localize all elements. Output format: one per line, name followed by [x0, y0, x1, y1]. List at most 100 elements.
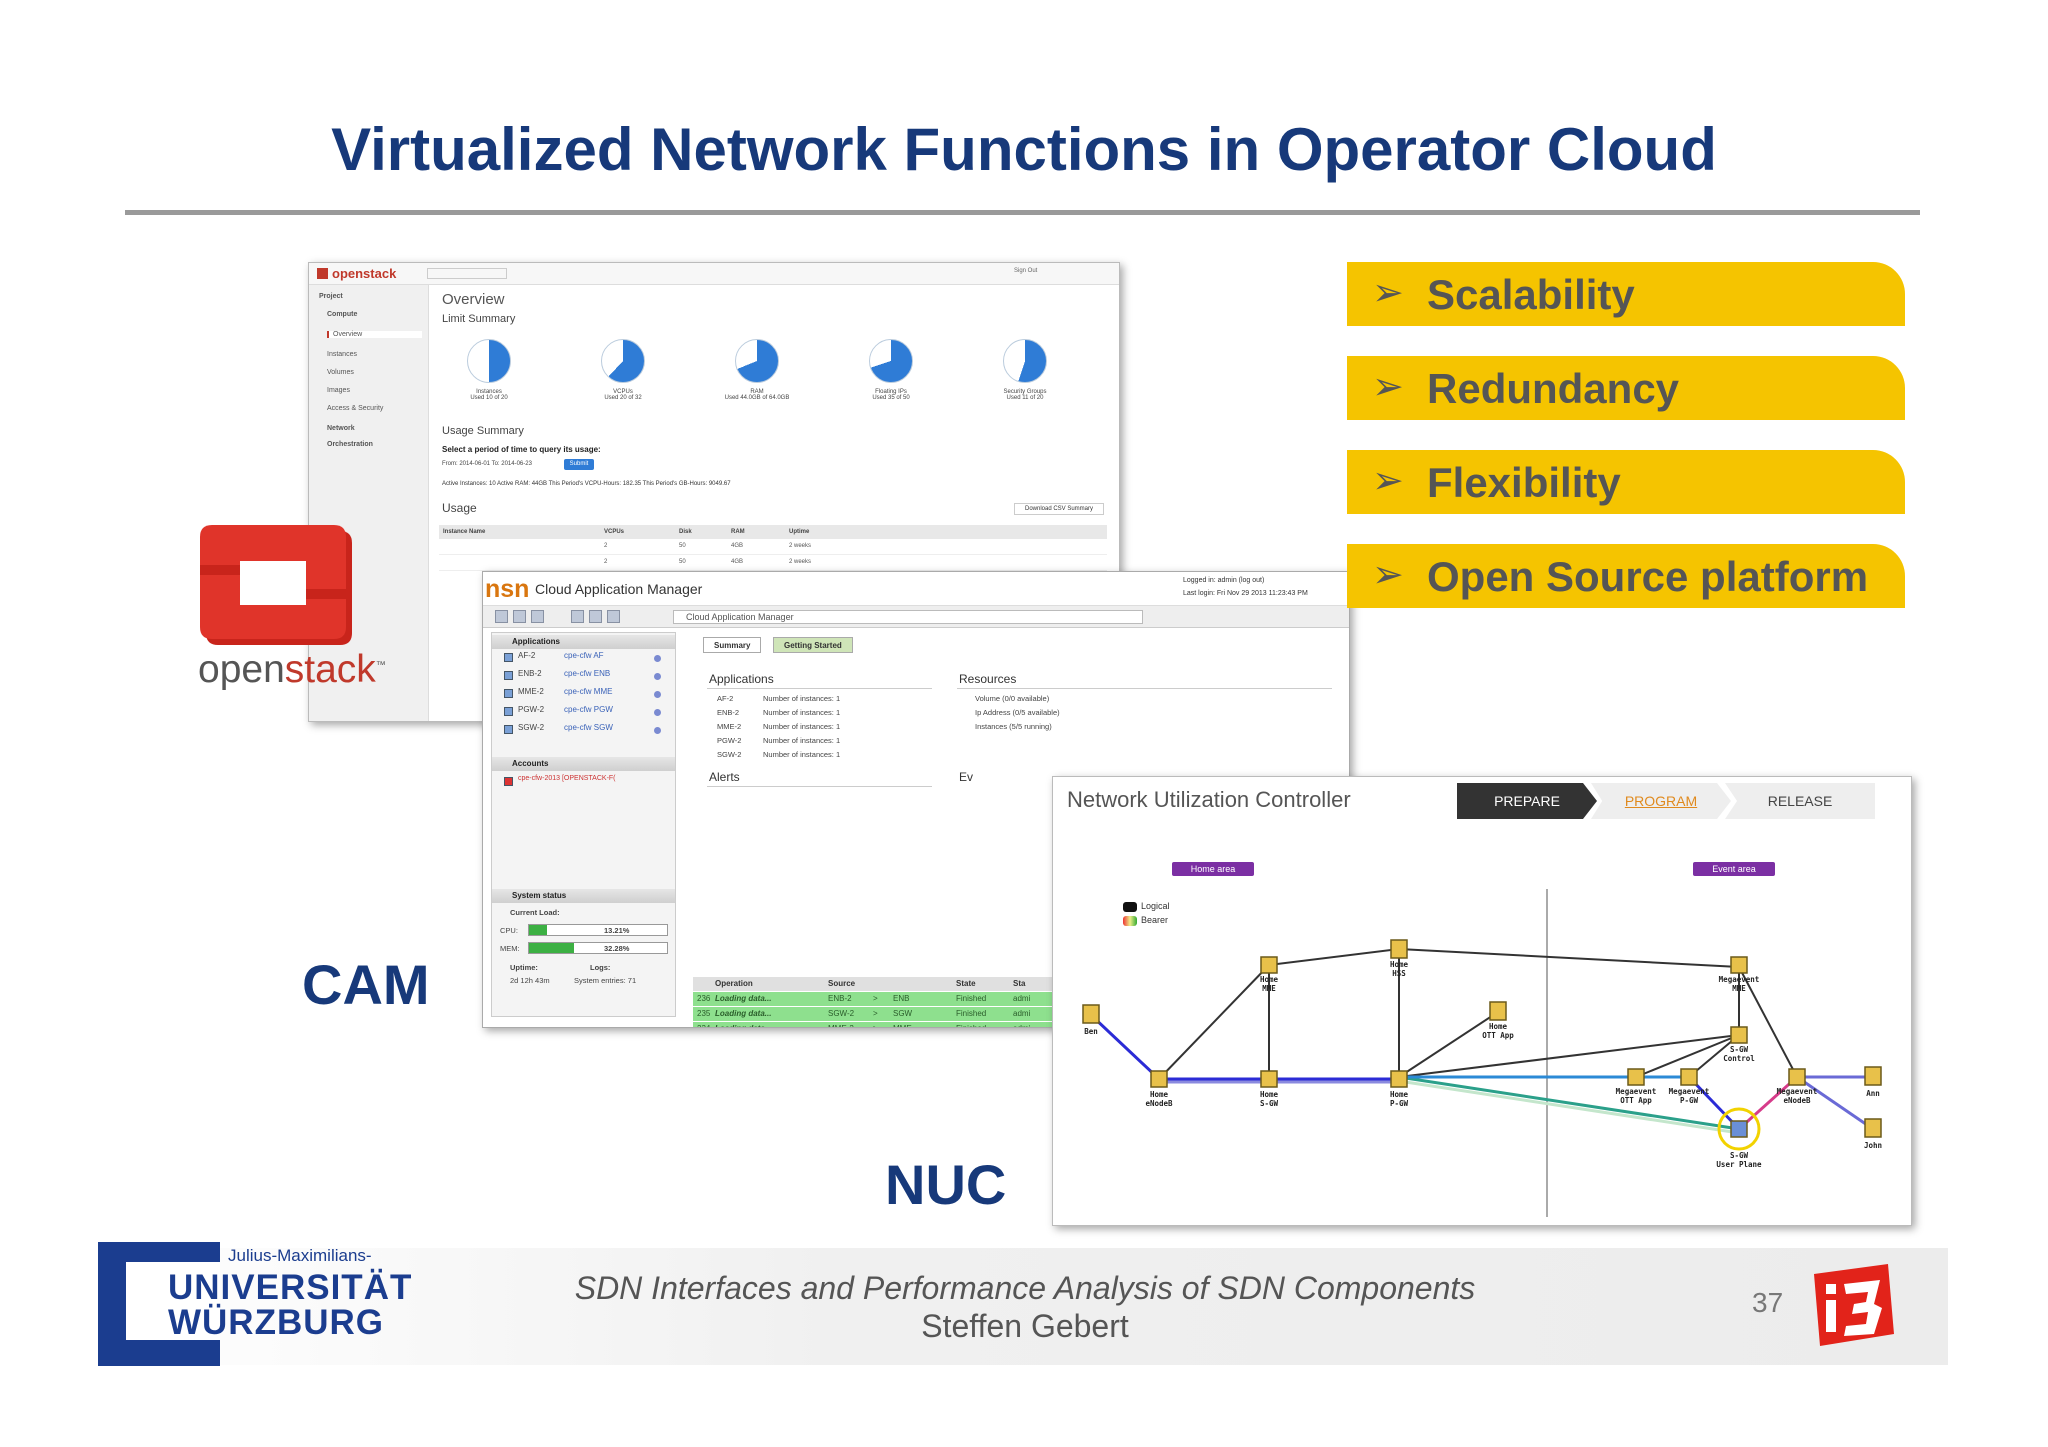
feature-label: Scalability	[1427, 271, 1635, 318]
tab-cloud-application-manager[interactable]: Cloud Application Manager	[673, 610, 1143, 624]
node-ben[interactable]: Ben	[1084, 1027, 1098, 1036]
feature-scalability: ➢Scalability	[1347, 262, 1905, 326]
nav-compute[interactable]: Compute	[327, 311, 358, 318]
mem-bar: 32.28%	[528, 942, 668, 954]
limit-pie	[1003, 339, 1047, 383]
col-state: State	[956, 979, 976, 988]
nuc-window: Network Utilization Controller PREPARE P…	[1052, 776, 1912, 1226]
download-csv-button[interactable]: Download CSV Summary	[1014, 503, 1104, 515]
date-range-inputs[interactable]: From: 2014-06-01 To: 2014-06-23	[442, 461, 532, 467]
wordmark-tm: ™	[375, 660, 386, 671]
openstack-topbar: openstack Sign Out	[309, 263, 1119, 285]
limit-pie	[601, 339, 645, 383]
node-mega-ott[interactable]: Megaevent OTT App	[1615, 1087, 1657, 1105]
nav-images[interactable]: Images	[327, 387, 350, 394]
node-ann[interactable]: Ann	[1866, 1089, 1880, 1098]
resources-section-title: Resources	[959, 672, 1017, 686]
nav-network[interactable]: Network	[327, 425, 355, 432]
cell-disk: 50	[679, 559, 686, 565]
nav-overview[interactable]: Overview	[327, 331, 422, 338]
nav-instances[interactable]: Instances	[327, 351, 357, 358]
system-status-header[interactable]: System status	[492, 889, 675, 903]
node-john[interactable]: John	[1863, 1141, 1883, 1150]
col-vcpus: VCPUs	[604, 529, 625, 535]
nav-project[interactable]: Project	[319, 293, 343, 300]
feature-label: Open Source platform	[1427, 553, 1869, 600]
legend-bearer: Bearer	[1141, 915, 1169, 925]
home-area-badge: Home area	[1172, 862, 1254, 876]
node-home-hss[interactable]: Home HSS	[1389, 960, 1409, 978]
node-sgw-user[interactable]: S-GW User Plane	[1716, 1151, 1762, 1169]
usage-heading: Usage	[442, 501, 477, 515]
project-selector[interactable]	[427, 268, 507, 279]
info-icon[interactable]	[607, 610, 620, 623]
app-instance-name: SGW-2	[717, 750, 742, 759]
feature-label: Flexibility	[1427, 459, 1621, 506]
nav-volumes[interactable]: Volumes	[327, 369, 354, 376]
feature-label: Redundancy	[1427, 365, 1680, 412]
tab-getting-started[interactable]: Getting Started	[773, 637, 853, 653]
node-home-enodeb[interactable]: Home eNodeB	[1145, 1090, 1173, 1108]
submit-button[interactable]: Submit	[564, 459, 594, 470]
node-home-mme[interactable]: Home MME	[1259, 975, 1279, 993]
app-instance-count: Number of instances: 1	[763, 736, 841, 745]
node-home-pgw[interactable]: Home P-GW	[1389, 1090, 1409, 1108]
mega-enodeb-icon	[1788, 1068, 1806, 1086]
applications-panel-header[interactable]: Applications	[492, 635, 675, 649]
events-section-title: Ev	[959, 770, 974, 784]
limit-pie	[869, 339, 913, 383]
university-line1: UNIVERSITÄT	[168, 1268, 413, 1307]
node-mega-enodeb[interactable]: Megaevent eNodeB	[1776, 1087, 1818, 1105]
node-sgw-control[interactable]: S-GW Control	[1723, 1045, 1755, 1063]
node-mega-mme[interactable]: Megaevent MME	[1718, 975, 1760, 993]
account-item[interactable]: cpe-cfw-2013 [OPENSTACK-F(	[504, 775, 669, 791]
openstack-sidebar: Project Compute Overview Instances Volum…	[309, 285, 429, 721]
toolbar-icon[interactable]	[589, 610, 602, 623]
step-program[interactable]: PROGRAM	[1591, 783, 1731, 819]
toolbar-icon[interactable]	[571, 610, 584, 623]
slide-title: Virtualized Network Functions in Operato…	[331, 116, 1717, 183]
account-icon	[504, 777, 513, 786]
john-phone-icon	[1864, 1118, 1882, 1138]
cam-label: CAM	[302, 953, 430, 1016]
ann-phone-icon	[1864, 1066, 1882, 1086]
nsn-logo: nsn	[485, 575, 530, 603]
uptime-value: 2d 12h 43m	[510, 976, 550, 985]
step-prepare[interactable]: PREPARE	[1457, 783, 1597, 819]
operation-row[interactable]: 234Loading data...MME-2>MMEFinishedadmi	[693, 1022, 1343, 1027]
node-home-ott[interactable]: Home OTT App	[1482, 1022, 1514, 1040]
nav-access-security[interactable]: Access & Security	[327, 405, 384, 412]
step-release[interactable]: RELEASE	[1725, 783, 1875, 819]
logs-label[interactable]: Logs:	[590, 963, 611, 972]
feature-open-source: ➢Open Source platform	[1347, 544, 1905, 608]
toolbar-icon[interactable]	[513, 610, 526, 623]
arrow-icon: ➢	[1372, 460, 1404, 502]
app-instance-name: AF-2	[717, 694, 734, 703]
node-mega-pgw[interactable]: Megaevent P-GW	[1668, 1087, 1710, 1105]
uptime-label: Uptime:	[510, 963, 538, 972]
footer-talk-title: SDN Interfaces and Performance Analysis …	[574, 1270, 1476, 1306]
mega-ott-icon	[1627, 1068, 1645, 1086]
signout-link[interactable]: Sign Out	[1014, 268, 1038, 274]
mega-mme-icon	[1730, 956, 1748, 974]
col-uptime: Uptime	[789, 529, 810, 535]
app-instance-count: Number of instances: 1	[763, 722, 841, 731]
tab-summary[interactable]: Summary	[703, 637, 762, 653]
toolbar-icon[interactable]	[495, 610, 508, 623]
resource-instances: Instances (5/5 running)	[975, 722, 1052, 731]
status-dot-icon	[654, 727, 661, 734]
table-row: 2 50 4GB 2 weeks	[439, 539, 1107, 555]
home-hss-icon	[1390, 939, 1408, 959]
home-icon[interactable]	[531, 610, 544, 623]
node-home-sgw[interactable]: Home S-GW	[1259, 1090, 1279, 1108]
nav-orchestration[interactable]: Orchestration	[327, 441, 373, 448]
accounts-panel-header[interactable]: Accounts	[492, 757, 675, 771]
